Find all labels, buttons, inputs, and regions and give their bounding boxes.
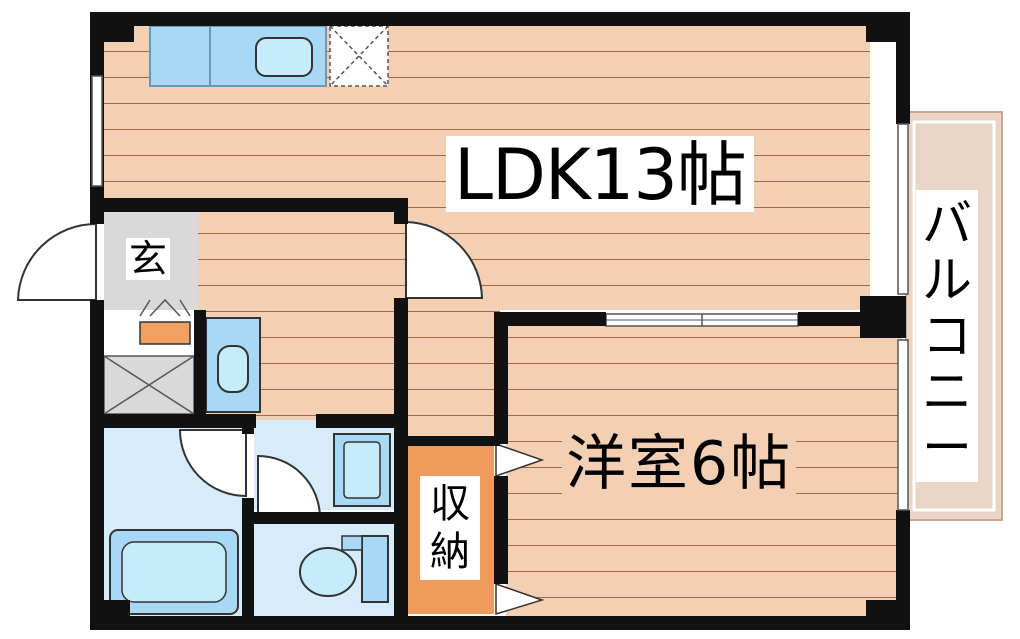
storage-doors [495, 442, 545, 616]
storage-label: 収 納 [420, 476, 480, 580]
windows [91, 75, 909, 511]
toilet-icon [299, 535, 389, 603]
closet-box [103, 355, 195, 415]
shoe-box [139, 298, 191, 345]
bathroom-door [178, 429, 247, 498]
ldk-label: LDK13帖 [446, 136, 754, 212]
balcony-char: バ [922, 195, 972, 253]
hall-strip-floor [404, 300, 500, 440]
ldk-door [405, 220, 484, 299]
vanity-icon [333, 433, 391, 507]
entrance-label: 玄 [126, 238, 171, 280]
western-room-label: 洋室6帖 [562, 432, 797, 496]
walls [90, 12, 910, 630]
washing-machine-icon [205, 317, 261, 413]
balcony-char: ー [922, 419, 972, 477]
kitchen-counter [149, 25, 389, 87]
balcony-char: コ [922, 307, 972, 365]
balcony-char: ル [922, 251, 972, 309]
sliding-door [605, 313, 799, 327]
balcony-label: バ ル コ ニ ー [916, 190, 978, 482]
storage-label-bottom: 納 [430, 529, 470, 575]
front-door [16, 222, 97, 301]
bathtub-icon [109, 529, 239, 615]
balcony-char: ニ [922, 363, 972, 421]
corner-columns [90, 12, 910, 630]
storage-label-top: 収 [430, 481, 470, 527]
fridge-space-icon [329, 25, 389, 87]
sink-icon [255, 37, 313, 77]
